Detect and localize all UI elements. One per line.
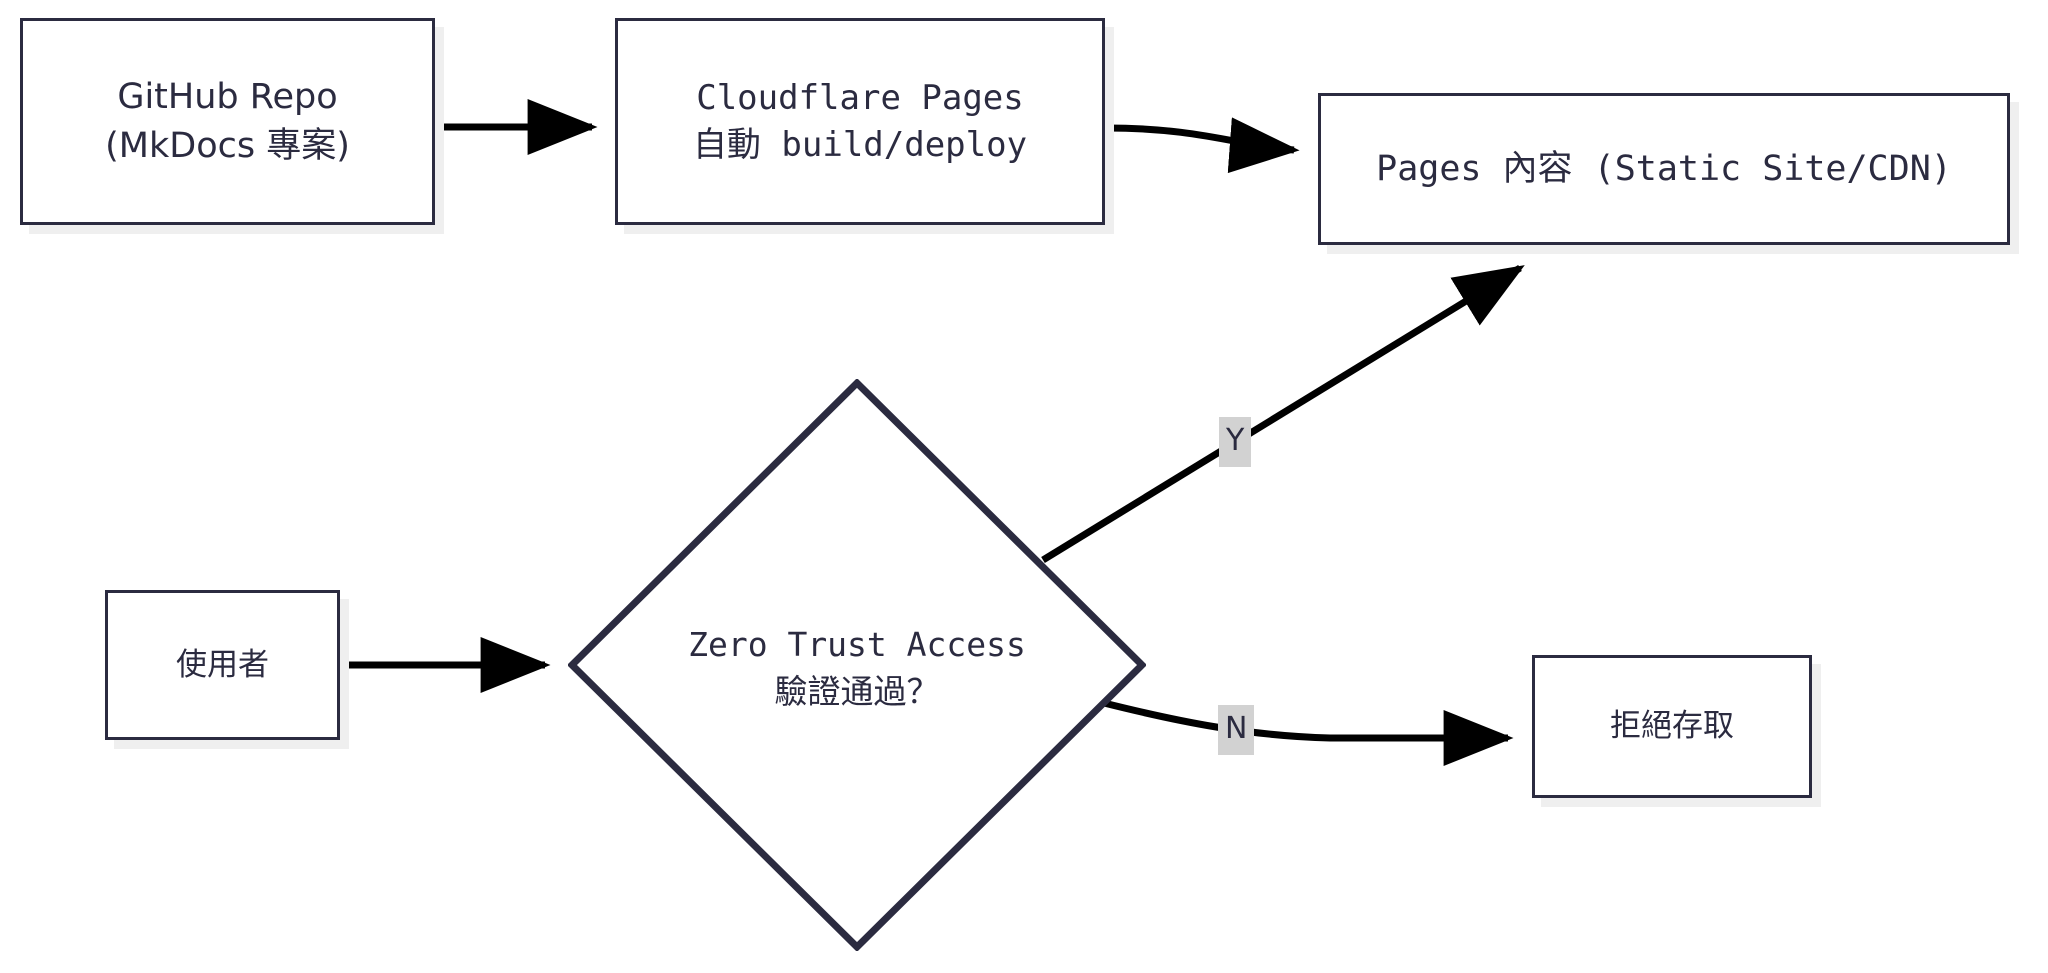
edge-decision-no-to-deny bbox=[1103, 699, 1514, 766]
diamond-shape bbox=[568, 379, 1146, 951]
node-github-repo[interactable]: GitHub Repo (MkDocs 專案) bbox=[20, 18, 435, 225]
edge-cloudflare-to-pages bbox=[1106, 117, 1300, 174]
node-pages-content[interactable]: Pages 內容 (Static Site/CDN) bbox=[1318, 93, 2010, 245]
decision-label-line1: Zero Trust Access bbox=[688, 625, 1026, 665]
node-deny-access[interactable]: 拒絕存取 bbox=[1532, 655, 1812, 798]
decision-label-line2: 驗證通過？ bbox=[774, 672, 940, 711]
node-user[interactable]: 使用者 bbox=[105, 590, 340, 740]
node-cloudflare-pages[interactable]: Cloudflare Pages 自動 build/deploy bbox=[615, 18, 1105, 225]
decision-label: Zero Trust Access 驗證通過？ bbox=[568, 379, 1146, 951]
edge-label-yes: Y bbox=[1219, 417, 1252, 467]
edge-label-no: N bbox=[1218, 705, 1255, 755]
node-zero-trust-decision[interactable]: Zero Trust Access 驗證通過？ bbox=[568, 379, 1146, 951]
